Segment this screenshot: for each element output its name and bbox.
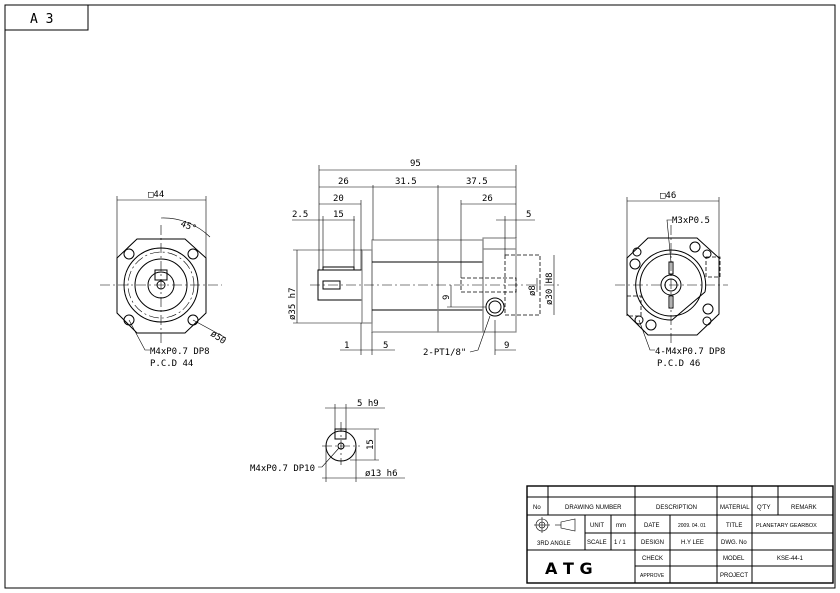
- dim-key-length: 15: [333, 210, 344, 220]
- key-width-dim: 5 h9: [357, 399, 379, 409]
- shaft-section-view: 5 h9 15 M4xP0.7 DP10 ø13 h6: [250, 399, 405, 482]
- front-square-dim: □44: [148, 190, 164, 200]
- key-height-dim: 15: [366, 439, 376, 450]
- header-remark: REMARK: [791, 505, 817, 511]
- rear-square-dim: □46: [660, 191, 676, 201]
- dim-overall: 95: [410, 159, 421, 169]
- dim-seg2: 31.5: [395, 177, 417, 187]
- front-pcd: P.C.D 44: [150, 359, 193, 369]
- check-label: CHECK: [642, 556, 663, 562]
- shaft-diameter-dim: ø13 h6: [365, 469, 398, 479]
- front-diameter-dim: ø50: [208, 329, 227, 347]
- dim-bore-small: ø8: [528, 285, 538, 296]
- approve-label: APPROVE: [640, 573, 665, 579]
- port-note: 2-PT1/8": [423, 348, 466, 358]
- mounting-holes: [123, 248, 199, 326]
- design-label: DESIGN: [641, 540, 664, 546]
- dim-flange-5: 5: [383, 341, 388, 351]
- dim-key-offset: 2.5: [292, 210, 308, 220]
- title-value: PLANETARY GEARBOX: [756, 523, 817, 529]
- front-view: □44 45° ø50 M4xP0.7 DP8 P.C.D 44: [100, 190, 227, 369]
- atg-logo: A T G: [545, 559, 593, 578]
- shaft-tap-note: M4xP0.7 DP10: [250, 464, 315, 474]
- date-label: DATE: [644, 523, 660, 529]
- dim-shaft-diameter: ø35 h7: [288, 287, 298, 320]
- unit-label: UNIT: [590, 523, 604, 529]
- model-label: MODEL: [723, 556, 745, 562]
- header-drawing-number: DRAWING NUMBER: [565, 505, 622, 511]
- unit-value: mm: [616, 523, 626, 529]
- rear-hole-note: 4-M4xP0.7 DP8: [655, 347, 725, 357]
- rear-pcd: P.C.D 46: [657, 359, 700, 369]
- sheet-size-box: [4, 4, 89, 31]
- rear-mounting-holes: [629, 241, 714, 331]
- header-description: DESCRIPTION: [656, 505, 697, 511]
- dim-shaft-length: 20: [333, 194, 344, 204]
- sheet-border: [4, 4, 836, 589]
- dim-seg1: 26: [338, 177, 349, 187]
- date-value: 2009. 04. 01: [678, 523, 706, 529]
- front-hole-note: M4xP0.7 DP8: [150, 347, 210, 357]
- design-value: H.Y LEE: [681, 540, 704, 546]
- scale-value: 1 / 1: [614, 540, 626, 546]
- dim-flange-1: 1: [344, 341, 349, 351]
- side-view: 95 26 31.5 37.5 20 2.5 15 26 5 ø35 h7 ø8…: [288, 159, 560, 358]
- header-material: MATERIAL: [720, 505, 750, 511]
- front-angle-dim: 45°: [179, 219, 198, 234]
- header-no: No: [533, 505, 541, 511]
- dim-bore-large: ø30 H8: [545, 272, 555, 305]
- dim-rear-offset: 5: [526, 210, 531, 220]
- sheet-size: A 3: [30, 12, 53, 27]
- project-label: PROJECT: [720, 573, 748, 579]
- model-value: KSE-44-1: [777, 556, 804, 562]
- dim-seg3: 37.5: [466, 177, 488, 187]
- projection-label: 3RD ANGLE: [537, 541, 571, 547]
- dwg-label: DWG. No: [721, 540, 747, 546]
- third-angle-projection-icon: [534, 517, 576, 533]
- header-qty: Q'TY: [757, 505, 770, 511]
- dim-offset-9: 9: [442, 295, 452, 300]
- scale-label: SCALE: [587, 540, 607, 546]
- rear-tap-note: M3xP0.5: [672, 216, 710, 226]
- dim-port-9: 9: [504, 341, 509, 351]
- title-block: No DRAWING NUMBER DESCRIPTION MATERIAL Q…: [526, 485, 834, 584]
- rear-view: □46 M3xP0.5 4-M4xP0.7 DP8 P.C.D 46: [615, 191, 728, 369]
- dim-rear-depth: 26: [482, 194, 493, 204]
- title-label: TITLE: [726, 523, 742, 529]
